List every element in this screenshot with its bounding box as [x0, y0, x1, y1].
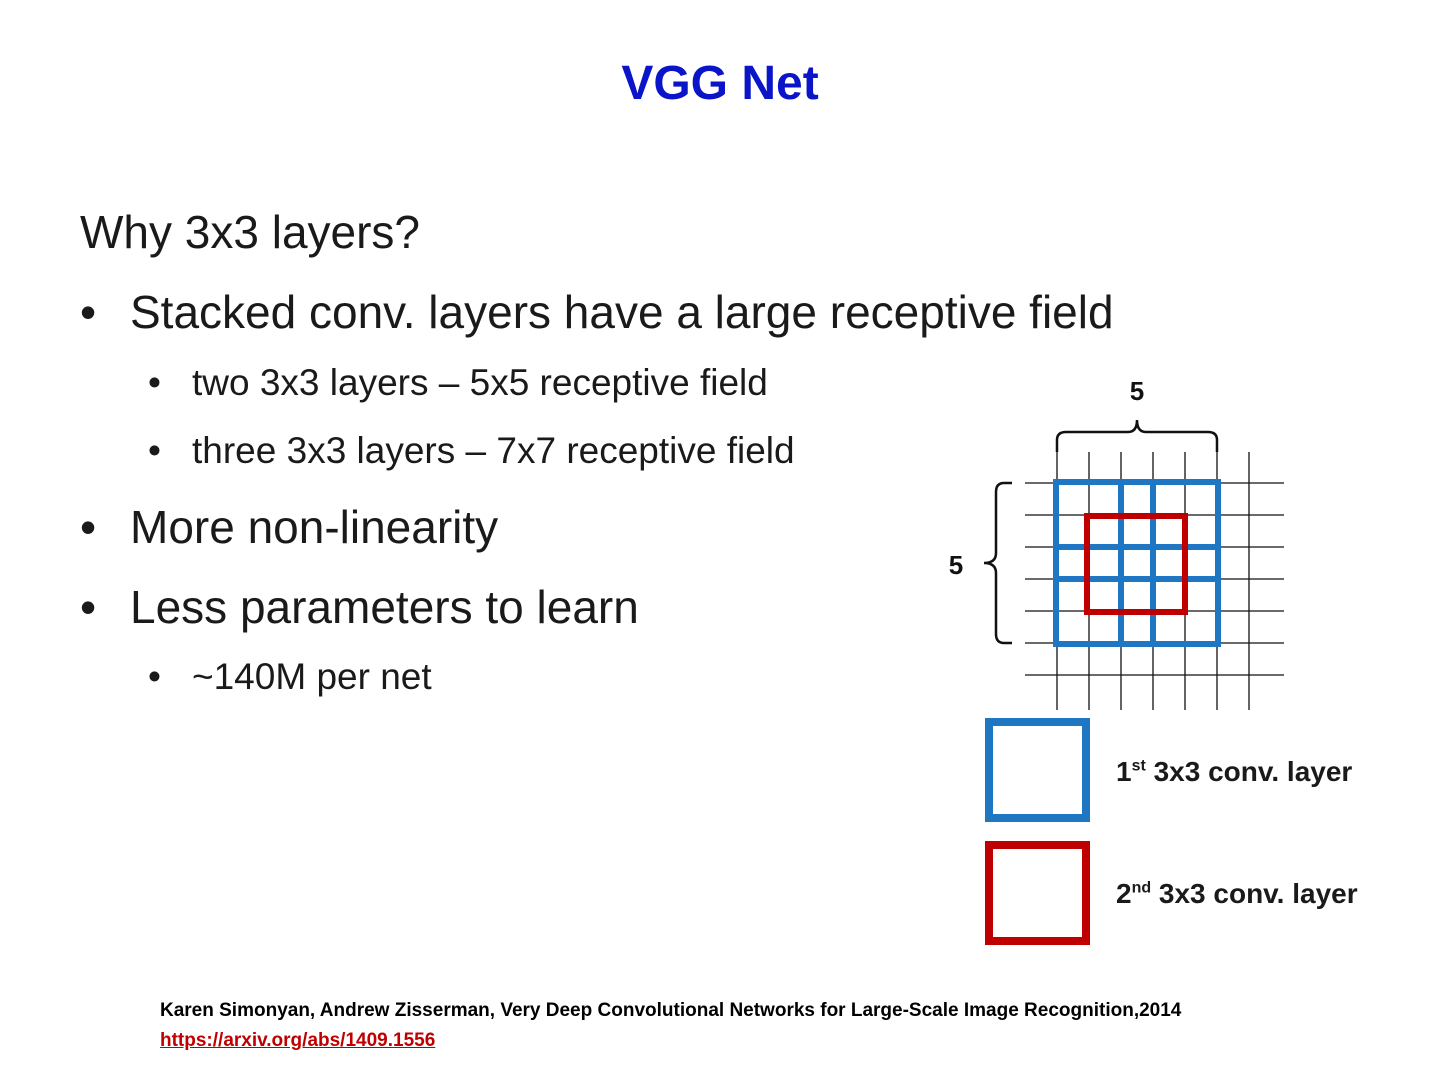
reference-link[interactable]: https://arxiv.org/abs/1409.1556 — [160, 1030, 436, 1051]
legend-swatch-second-layer — [985, 841, 1090, 945]
legend-label-second-layer: 2nd 3x3 conv. layer — [1116, 878, 1358, 909]
bullet-text: two 3x3 layers – 5x5 receptive field — [192, 362, 768, 403]
bullet-dot: • — [80, 286, 97, 338]
bullet-text: Stacked conv. layers have a large recept… — [130, 286, 1114, 338]
bullet-item: • More non-linearity — [80, 500, 498, 554]
first-layer-grid — [1053, 479, 1221, 647]
bullet-text: three 3x3 layers – 7x7 receptive field — [192, 430, 795, 471]
top-brace — [1055, 419, 1219, 452]
sub-bullet-item: • three 3x3 layers – 7x7 receptive field — [148, 430, 795, 472]
receptive-field-diagram: 5 5 — [949, 376, 1284, 945]
bullet-dot: • — [148, 430, 161, 471]
top-brace-label: 5 — [1130, 376, 1144, 406]
reference-citation: Karen Simonyan, Andrew Zisserman, Very D… — [160, 1000, 1182, 1021]
bullet-dot: • — [148, 656, 161, 697]
slide-title: VGG Net — [621, 57, 819, 110]
bullet-text: Less parameters to learn — [130, 581, 639, 633]
legend-swatch-first-layer — [985, 718, 1090, 822]
bullet-item: • Stacked conv. layers have a large rece… — [80, 285, 1114, 339]
left-brace — [983, 481, 1012, 645]
bullet-text: ~140M per net — [192, 656, 432, 697]
bullet-dot: • — [148, 362, 161, 403]
second-layer-window — [1084, 513, 1188, 615]
bullet-dot: • — [80, 501, 97, 553]
sub-bullet-item: • two 3x3 layers – 5x5 receptive field — [148, 362, 768, 404]
left-brace-label: 5 — [949, 550, 963, 580]
bullet-text: More non-linearity — [130, 501, 499, 553]
slide-heading: Why 3x3 layers? — [80, 206, 421, 258]
bullet-dot: • — [80, 581, 97, 633]
bullet-item: • Less parameters to learn — [80, 580, 639, 634]
legend-label-first-layer: 1st 3x3 conv. layer — [1116, 756, 1353, 787]
sub-bullet-item: • ~140M per net — [148, 656, 432, 698]
